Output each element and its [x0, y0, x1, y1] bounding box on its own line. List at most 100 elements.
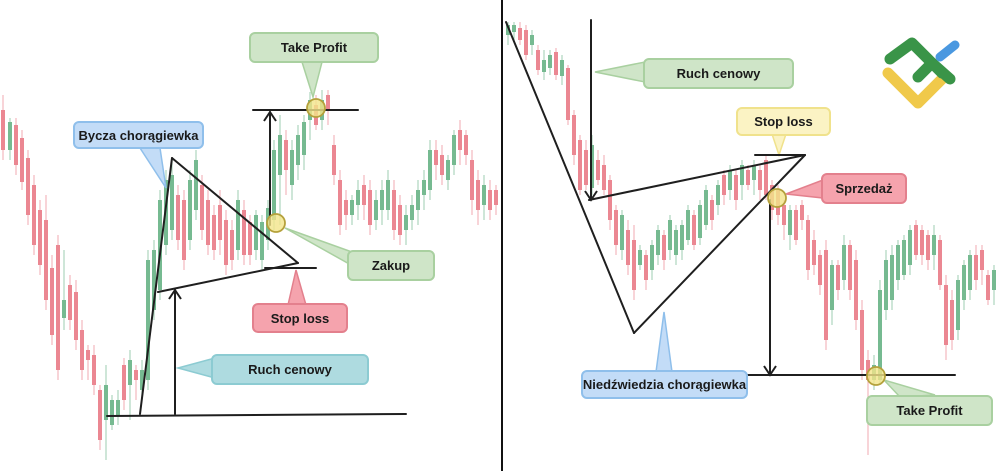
bear-candle [518, 22, 522, 45]
left-pattern-label: Bycza chorągiewka [73, 121, 204, 149]
bull-candle [416, 180, 420, 225]
bear-candle [440, 145, 444, 185]
bear-candle [710, 195, 714, 230]
right-pattern-label: Niedźwiedzia chorągiewka [581, 370, 748, 399]
bear-candle [794, 205, 798, 245]
bull-candle [380, 180, 384, 225]
bear-candle [860, 300, 864, 380]
bull-candle [116, 390, 120, 425]
bull-candle [830, 260, 834, 325]
bear-candle [926, 230, 930, 270]
signal-marker-icon [306, 98, 326, 118]
signal-marker-icon [866, 366, 886, 386]
bull-candle [422, 170, 426, 210]
left-stop-loss-label: Stop loss [252, 303, 348, 333]
bull-candle [902, 235, 906, 280]
bear-candle [56, 235, 60, 380]
bear-candle [494, 185, 498, 215]
bear-candle [368, 180, 372, 235]
bear-candle [326, 90, 330, 125]
bear-candle [74, 280, 78, 350]
bull-candle [350, 195, 354, 225]
bull-candle [104, 365, 108, 460]
bull-candle [278, 115, 282, 225]
left-entry-label: Zakup [347, 250, 435, 281]
bull-candle [296, 125, 300, 180]
bear-candle [938, 235, 942, 290]
bull-candle [668, 215, 672, 260]
bull-candle [740, 160, 744, 200]
bear-candle [626, 220, 630, 275]
bear-candle [782, 200, 786, 240]
bull-candle [548, 50, 552, 75]
bull-candle [992, 265, 996, 305]
bear-candle [338, 170, 342, 235]
bear-candle [464, 130, 468, 165]
bull-candle [968, 250, 972, 300]
bull-candle [386, 170, 390, 220]
bull-candle [290, 140, 294, 200]
bear-candle [950, 290, 954, 350]
bear-candle [806, 215, 810, 280]
bear-candle [632, 225, 636, 300]
signal-marker-icon [767, 188, 787, 208]
bull-candle [146, 250, 150, 390]
arrow-up-icon [168, 288, 182, 300]
bull-candle [158, 190, 162, 300]
stop-loss-pointer [287, 269, 307, 306]
bull-candle [194, 150, 198, 220]
bull-candle [530, 30, 534, 55]
bear-candle [722, 170, 726, 205]
bull-candle [254, 210, 258, 260]
bear-candle [944, 275, 948, 360]
bear-candle [596, 150, 600, 185]
right-take-profit-label: Take Profit [866, 395, 993, 426]
bear-candle [26, 150, 30, 225]
bear-candle [824, 240, 828, 350]
bear-candle [758, 165, 762, 200]
bear-candle [38, 200, 42, 275]
bear-candle [608, 175, 612, 230]
pattern-lines [106, 19, 956, 417]
bull-candle [620, 210, 624, 260]
bull-candle [428, 140, 432, 200]
bull-candle [650, 240, 654, 280]
bear-candle [206, 190, 210, 255]
trend-line [633, 154, 806, 334]
bull-candle [260, 215, 264, 270]
bear-candle [344, 190, 348, 230]
bull-candle [302, 115, 306, 170]
bear-candle [662, 230, 666, 270]
arrow-up-icon [263, 110, 277, 122]
bear-candle [230, 220, 234, 270]
right-entry-label: Sprzedaż [821, 173, 907, 204]
signal-markers [266, 98, 886, 386]
bear-candle [224, 210, 228, 275]
bull-candle [446, 155, 450, 190]
bear-candle [92, 345, 96, 395]
bear-candle [986, 270, 990, 305]
bear-candle [242, 200, 246, 265]
bear-candle [284, 130, 288, 195]
bull-candle [704, 185, 708, 230]
bear-candle [746, 165, 750, 190]
left-price-move-label: Ruch cenowy [211, 354, 369, 385]
entry-pointer-right [785, 178, 824, 199]
bear-candle [692, 210, 696, 250]
bear-candle [914, 220, 918, 260]
bear-candle [818, 250, 822, 295]
bear-candle [602, 155, 606, 195]
bear-candle [524, 25, 528, 60]
bear-candle [854, 250, 858, 330]
bear-candle [332, 135, 336, 185]
bear-candle [1, 95, 5, 160]
bear-candle [584, 140, 588, 190]
bear-candle [974, 245, 978, 290]
bear-candle [134, 365, 138, 400]
bull-candle [482, 175, 486, 220]
bull-candle [638, 245, 642, 270]
trend-line [588, 154, 806, 201]
bear-candle [32, 175, 36, 255]
bear-candle [218, 190, 222, 255]
